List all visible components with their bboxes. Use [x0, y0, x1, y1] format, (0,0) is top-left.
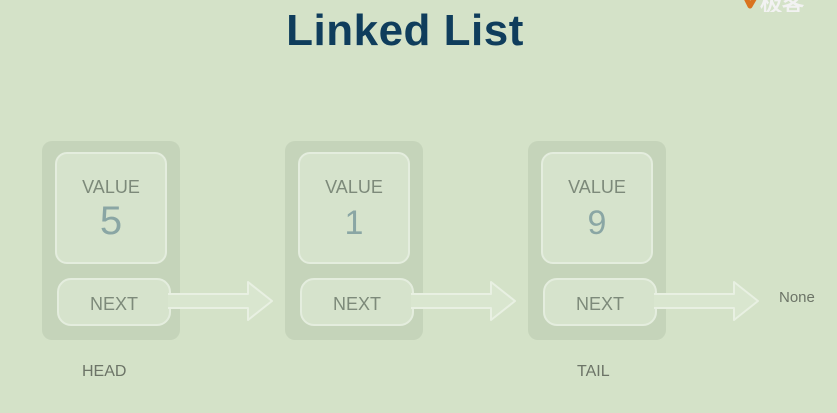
next-label: NEXT: [332, 294, 381, 314]
logo-text: 极客: [760, 0, 804, 12]
tail-label: TAIL: [577, 363, 610, 380]
next-arrow-1: [168, 281, 273, 321]
value-box: VALUE 9: [541, 152, 653, 264]
list-node-2: VALUE 1 NEXT: [285, 141, 423, 340]
page-title: Linked List: [286, 6, 524, 55]
next-box: NEXT: [300, 278, 414, 326]
value-box: VALUE 1: [298, 152, 410, 264]
value-number: 5: [99, 199, 123, 243]
next-box: NEXT: [57, 278, 171, 326]
value-number: 1: [344, 204, 364, 242]
value-box: VALUE 5: [55, 152, 167, 264]
value-label: VALUE: [325, 177, 383, 197]
value-number: 9: [587, 204, 607, 242]
next-label: NEXT: [89, 294, 138, 314]
next-box: NEXT: [543, 278, 657, 326]
next-label: NEXT: [575, 294, 624, 314]
none-label: None: [779, 289, 815, 306]
list-node-3: VALUE 9 NEXT: [528, 141, 666, 340]
next-arrow-2: [411, 281, 516, 321]
next-arrow-3: [654, 281, 759, 321]
value-label: VALUE: [568, 177, 626, 197]
value-label: VALUE: [82, 177, 140, 197]
logo-icon: [744, 0, 757, 9]
head-label: HEAD: [82, 363, 127, 380]
brand-logo: 极客: [738, 0, 837, 12]
list-node-1: VALUE 5 NEXT: [42, 141, 180, 340]
